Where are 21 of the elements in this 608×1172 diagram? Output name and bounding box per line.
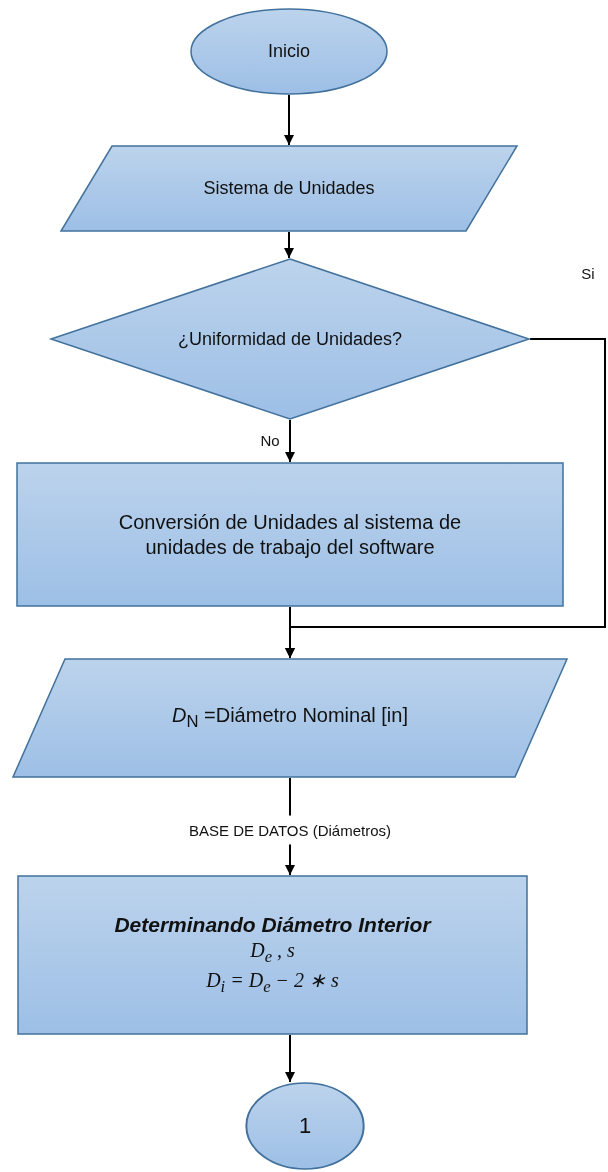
node-text: D$_{N}$ =Diámetro Nominal [in] <box>172 703 408 733</box>
input-parallelogram <box>12 658 568 778</box>
arrow <box>285 1034 295 1083</box>
node-heading: Determinando Diámetro Interior <box>114 912 431 939</box>
arrow <box>284 231 294 259</box>
input-parallelogram <box>60 145 518 232</box>
connector-circle <box>245 1082 365 1170</box>
arrow <box>285 606 295 659</box>
decision-diamond <box>50 258 530 420</box>
arrow <box>284 94 294 146</box>
node-text: ¿Uniformidad de Unidades? <box>177 327 403 351</box>
process-box <box>17 875 528 1035</box>
arrow <box>285 419 295 463</box>
node-text: Inicio <box>268 40 310 63</box>
formula: D$_{e}$ , s <box>250 938 295 969</box>
node-text: Conversión de Unidades al sistema de unidades de trabajo del software <box>117 509 463 560</box>
start-ellipse <box>190 8 388 95</box>
node-text: 1 <box>298 1112 312 1140</box>
formula: D$_{i}$ = D$_{e}$ − 2 ∗ s <box>206 968 339 998</box>
node-text: Sistema de Unidades <box>203 177 375 200</box>
process-box <box>16 462 564 607</box>
